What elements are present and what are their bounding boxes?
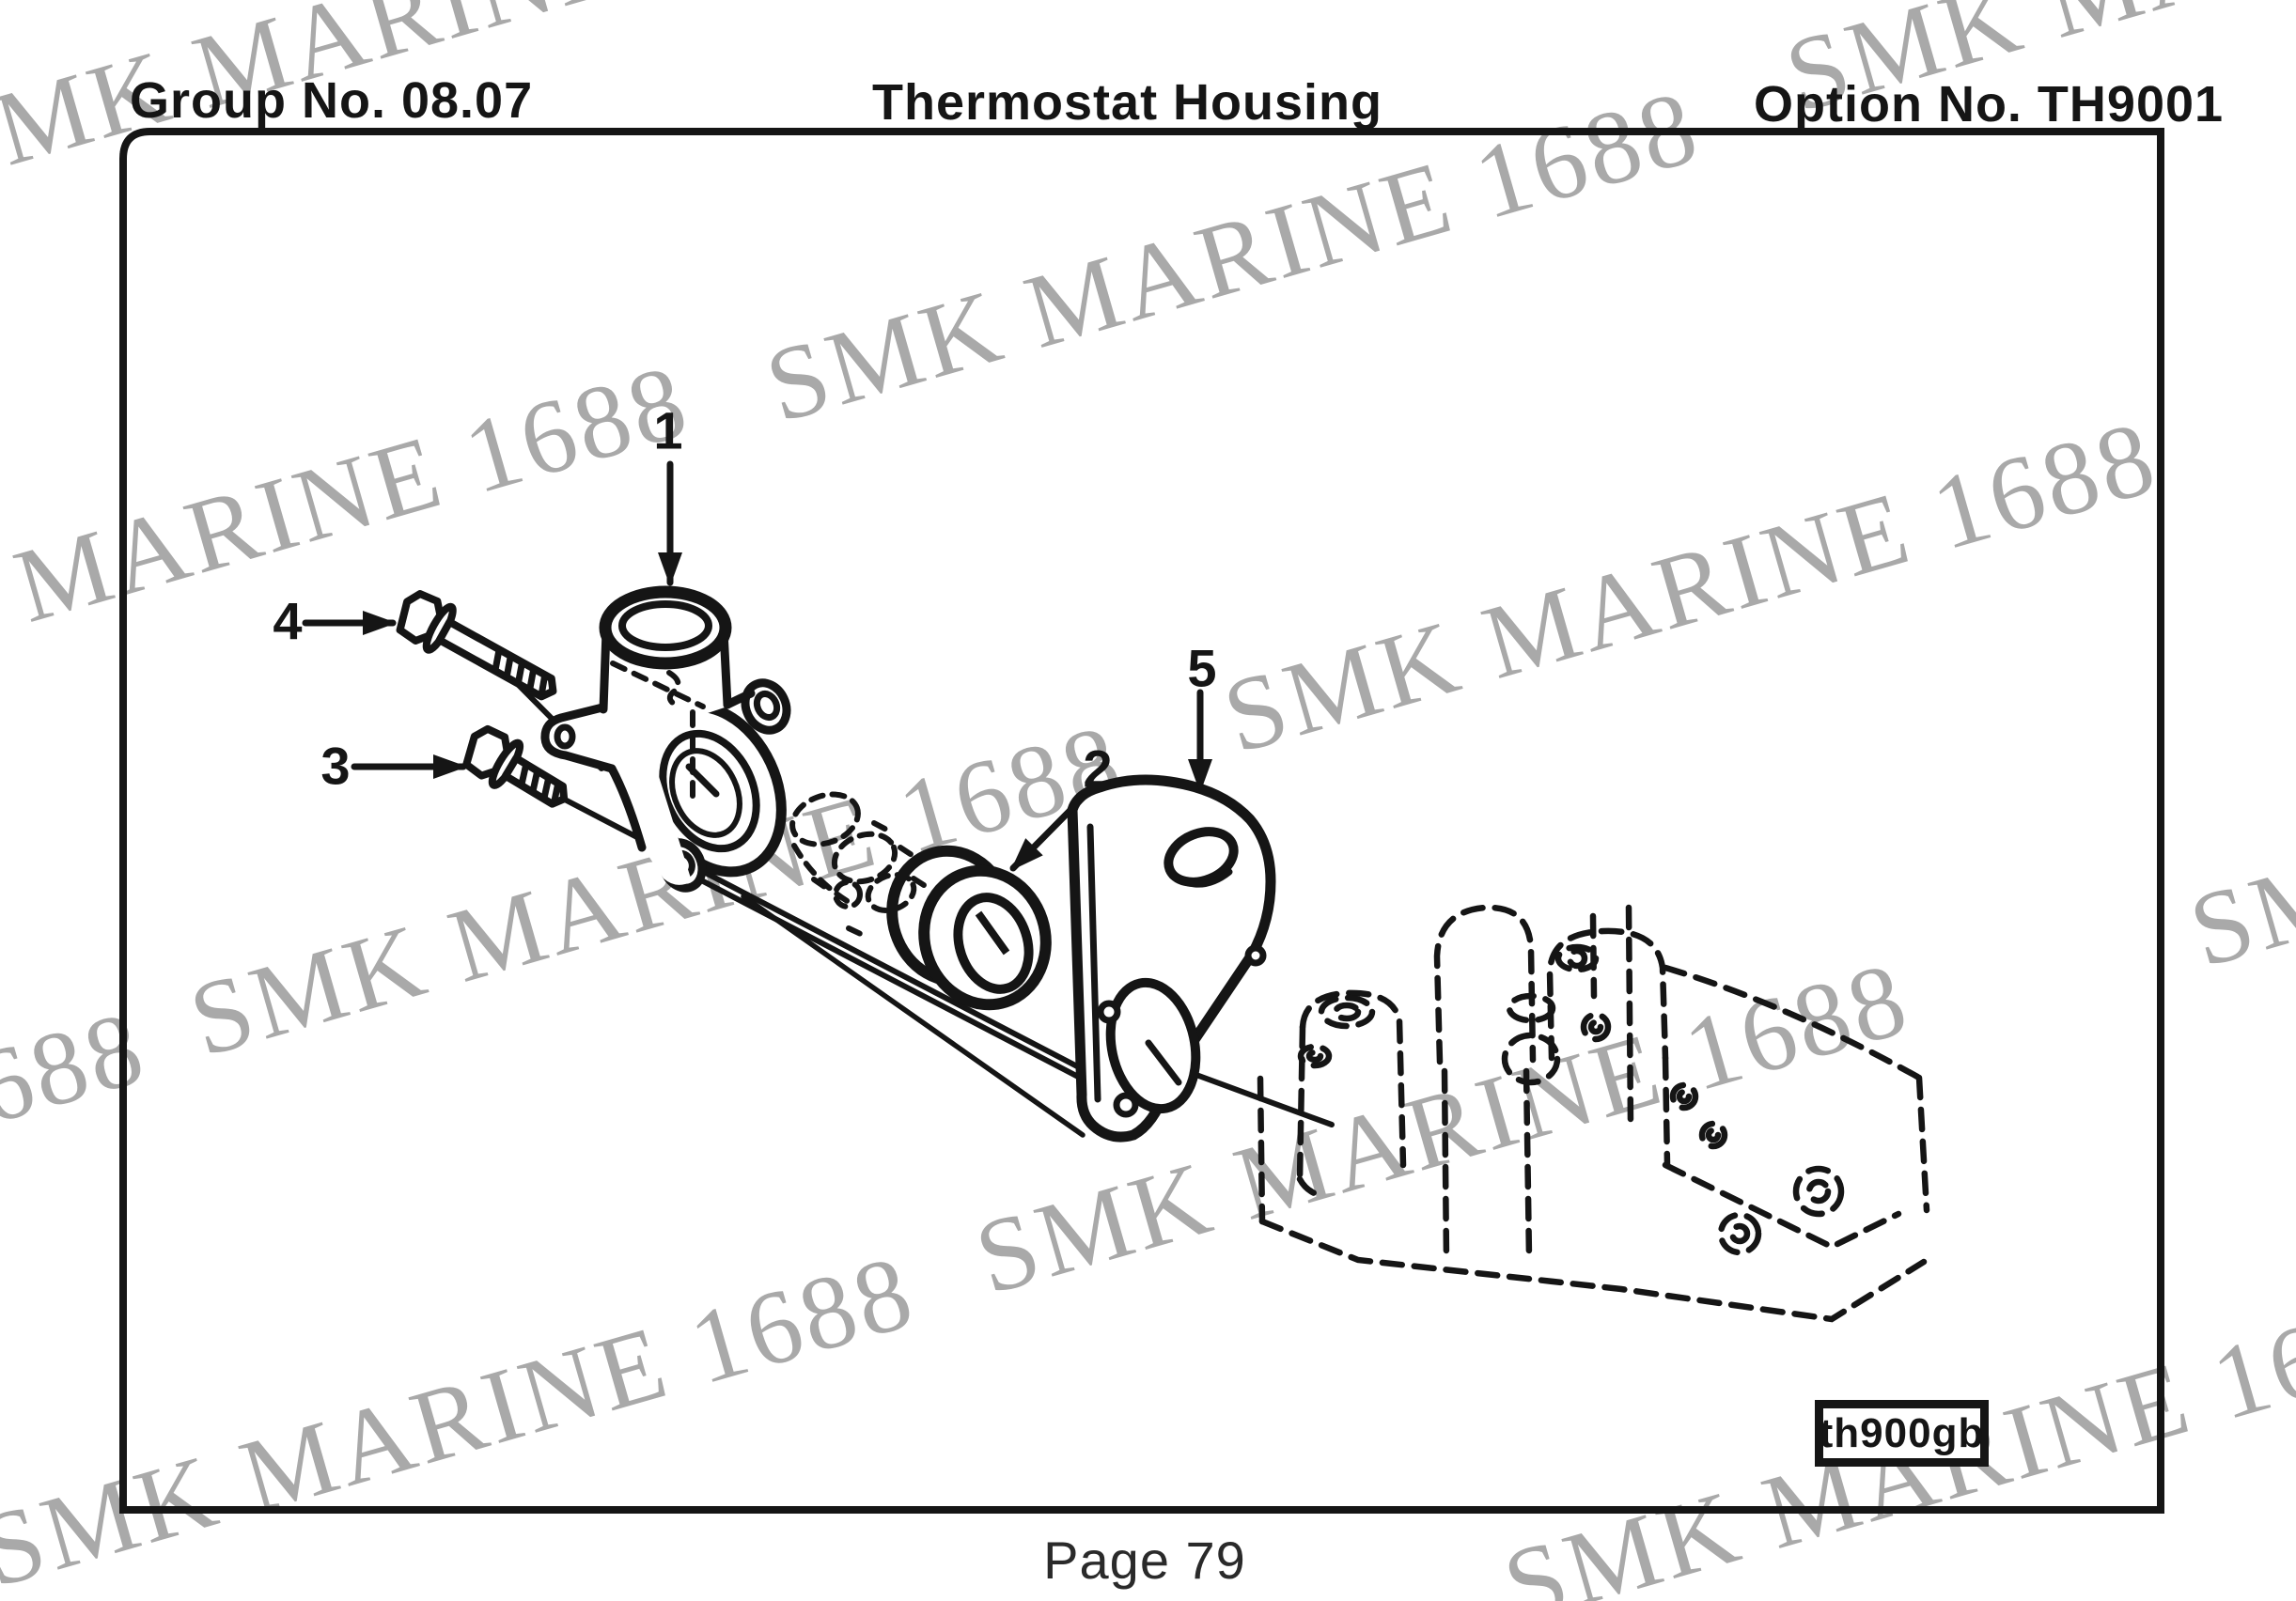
part-label-4: 4	[273, 591, 303, 651]
part-bolt-3	[462, 724, 569, 808]
page-title: Thermostat Housing	[872, 74, 1383, 131]
engine-block-hidden-outline	[1257, 904, 1930, 1323]
figure-code-box: th900gb	[1815, 1400, 1989, 1467]
part-label-1: 1	[653, 400, 683, 460]
figure-code-label: th900gb	[1819, 1409, 1985, 1456]
part-thermostat-housing	[540, 585, 791, 893]
part-bracket-plate	[1067, 774, 1276, 1142]
part-seal-ring	[886, 845, 1052, 1011]
part-label-2: 2	[1083, 738, 1113, 799]
group-number-label: Group No. 08.07	[130, 72, 534, 129]
page-number: Page 79	[1043, 1531, 1246, 1590]
leader-arrow-2	[1009, 794, 1086, 872]
option-number-label: Option No. TH9001	[1754, 76, 2225, 132]
part-label-5: 5	[1187, 638, 1217, 698]
part-bolt-4	[396, 590, 557, 701]
part-label-3: 3	[320, 736, 351, 796]
diagram-border	[119, 128, 2164, 1514]
callout-arrows	[302, 460, 1212, 872]
